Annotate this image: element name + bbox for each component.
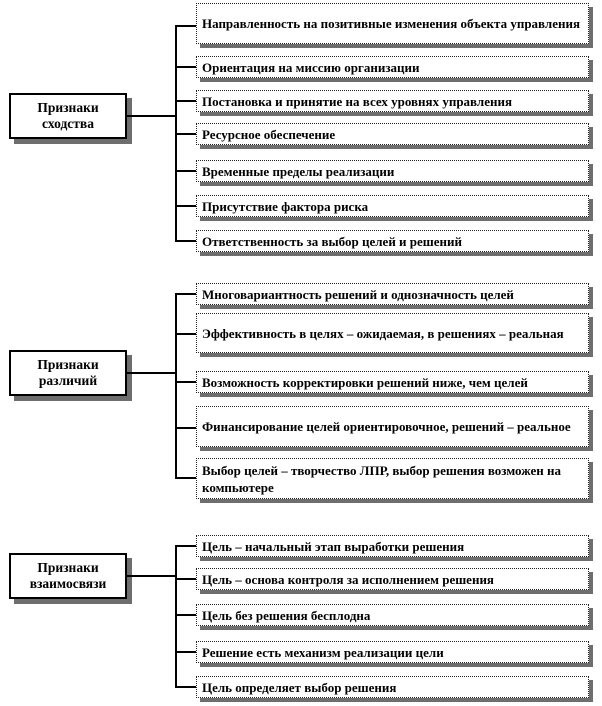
list-item-similarity: Направленность на позитивные изменения о… bbox=[196, 3, 589, 44]
list-item-interrelation: Решение есть механизм реализации цели bbox=[196, 641, 589, 663]
group-label-text: Признаки различий bbox=[37, 357, 99, 388]
list-item-interrelation: Цель – основа контроля за исполнением ре… bbox=[196, 568, 589, 590]
connector-tick bbox=[175, 477, 196, 479]
connector-tick bbox=[175, 205, 196, 207]
list-item-differences: Эффективность в целях – ожидаемая, в реш… bbox=[196, 313, 589, 353]
connector-line bbox=[175, 293, 177, 479]
list-item-differences: Многовариантность решений и однозначност… bbox=[196, 283, 589, 305]
connector-tick bbox=[175, 545, 196, 547]
connector-tick bbox=[175, 651, 196, 653]
group-label-differences: Признаки различий bbox=[9, 350, 127, 396]
connector-line bbox=[127, 372, 176, 374]
group-label-interrelation: Признаки взаимосвязи bbox=[9, 553, 127, 599]
connector-tick bbox=[175, 381, 196, 383]
connector-line bbox=[175, 545, 177, 688]
connector-line bbox=[127, 115, 176, 117]
list-item-similarity: Ответственность за выбор целей и решений bbox=[196, 230, 589, 252]
list-item-interrelation: Цель определяет выбор решения bbox=[196, 676, 589, 698]
list-item-similarity: Ориентация на миссию организации bbox=[196, 56, 589, 78]
list-item-similarity: Постановка и принятие на всех уровнях уп… bbox=[196, 90, 589, 112]
connector-tick bbox=[175, 133, 196, 135]
connector-tick bbox=[175, 686, 196, 688]
connector-tick bbox=[175, 293, 196, 295]
group-label-text: Признаки взаимосвязи bbox=[29, 560, 107, 591]
connector-tick bbox=[175, 333, 196, 335]
list-item-interrelation: Цель без решения бесплодна bbox=[196, 604, 589, 626]
connector-tick bbox=[175, 100, 196, 102]
list-item-differences: Возможность корректировки решений ниже, … bbox=[196, 371, 589, 393]
list-item-differences: Финансирование целей ориентировочное, ре… bbox=[196, 406, 589, 447]
connector-tick bbox=[175, 614, 196, 616]
group-label-text: Признаки сходства bbox=[37, 100, 99, 131]
connector-tick bbox=[175, 427, 196, 429]
list-item-similarity: Присутствие фактора риска bbox=[196, 195, 589, 217]
connector-line bbox=[127, 575, 176, 577]
connector-tick bbox=[175, 66, 196, 68]
connector-tick bbox=[175, 240, 196, 242]
list-item-similarity: Временные пределы реализации bbox=[196, 160, 589, 182]
connector-tick bbox=[175, 25, 196, 27]
connector-tick bbox=[175, 578, 196, 580]
list-item-interrelation: Цель – начальный этап выработки решения bbox=[196, 535, 589, 557]
connector-tick bbox=[175, 170, 196, 172]
list-item-similarity: Ресурсное обеспечение bbox=[196, 123, 589, 145]
group-label-similarity: Признаки сходства bbox=[9, 93, 127, 139]
list-item-differences: Выбор целей – творчество ЛПР, выбор реше… bbox=[196, 458, 589, 499]
